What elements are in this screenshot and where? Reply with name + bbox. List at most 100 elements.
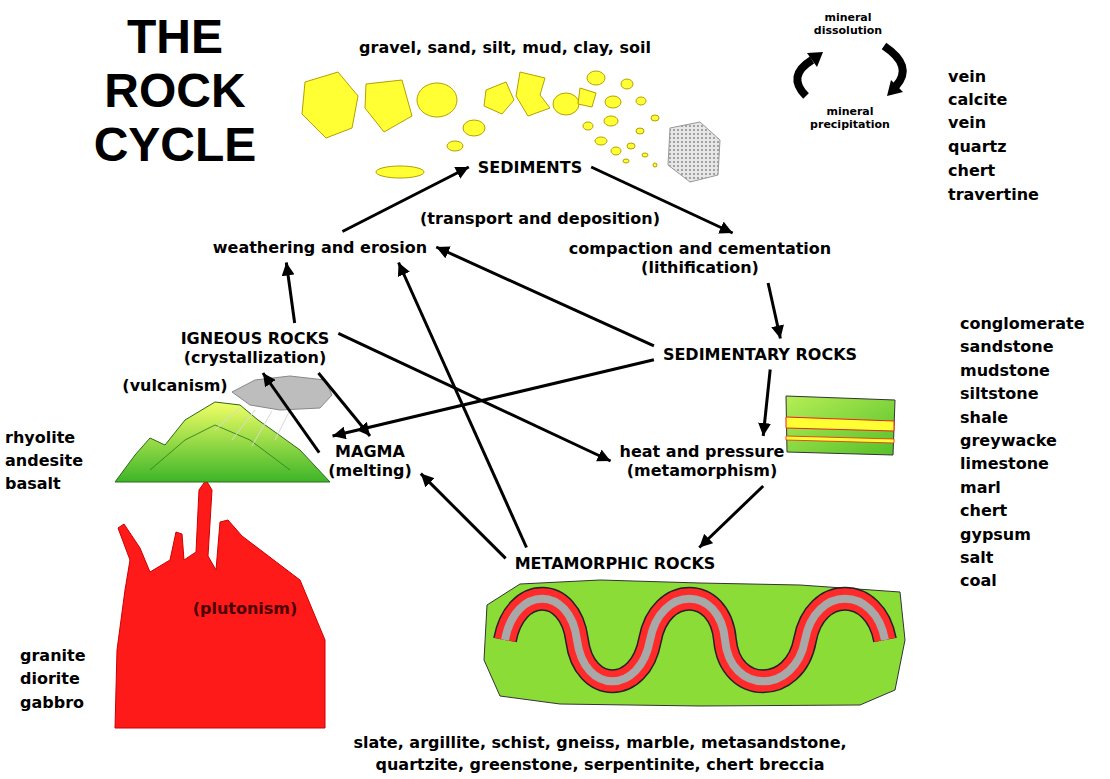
grain [463, 120, 485, 136]
process-label: compaction and cementation(lithification… [564, 237, 836, 279]
node-text: MAGMA [328, 442, 412, 461]
node-text: (crystallization) [181, 348, 330, 367]
flow-arrow [399, 263, 527, 548]
node-text: weathering and erosion [213, 238, 427, 257]
rock-name: greywacke [960, 431, 1057, 450]
rock-name-box: rhyolite [5, 428, 75, 447]
rock-name: diorite [20, 669, 80, 688]
process-label: METAMORPHIC ROCKS [510, 552, 721, 575]
rock-name: conglomerate [960, 314, 1085, 333]
rock-name: limestone [960, 454, 1049, 473]
ash-streak [252, 411, 272, 446]
rock-name: mudstone [960, 360, 1050, 379]
rock-name-box: coal [960, 571, 997, 590]
ash-cloud [232, 376, 332, 410]
rock-name: coal [960, 571, 997, 590]
rock-name-box: greywacke [960, 431, 1057, 450]
ash-streak [232, 410, 255, 440]
process-label: (transport and deposition) [420, 209, 660, 228]
rock-name: chert [960, 501, 1007, 520]
flow-arrow [338, 333, 610, 461]
rock-name-box: chert [960, 501, 1007, 520]
rock-list: slate, argillite, schist, gneiss, marble… [353, 733, 846, 752]
process-label: (vulcanism) [122, 376, 227, 395]
ash-streak [275, 410, 290, 440]
node-text: METAMORPHIC ROCKS [515, 554, 716, 573]
rock-name: gypsum [960, 524, 1031, 543]
process-label-box: (transport and deposition) [420, 209, 660, 228]
rock-name-box: mudstone [960, 360, 1050, 379]
rock-name-box: granite [20, 646, 86, 665]
grain [595, 137, 607, 145]
rock-name: granite [20, 646, 86, 665]
grain [621, 79, 633, 89]
process-label: IGNEOUS ROCKS(crystallization) [176, 327, 335, 369]
flow-arrow [286, 263, 294, 324]
rock-name: vein [948, 67, 986, 86]
flow-arrow [699, 486, 763, 548]
node-text: SEDIMENTS [478, 158, 582, 177]
rock-name-box: sandstone [960, 337, 1054, 356]
rock-name-box: shale [960, 407, 1008, 426]
grain [627, 143, 635, 149]
grain [417, 83, 457, 117]
flow-arrow [763, 370, 770, 437]
sediment-grains [302, 71, 659, 178]
node-text: (metamorphism) [620, 461, 785, 480]
rock-name-box: vein [948, 67, 986, 86]
rock-name: siltstone [960, 384, 1039, 403]
node-text: compaction and cementation [569, 239, 831, 258]
arrow-head [887, 80, 903, 96]
grain [653, 163, 657, 167]
grain [376, 166, 424, 178]
grain [583, 122, 593, 130]
rock-name: vein [948, 113, 986, 132]
grain [605, 96, 621, 108]
flow-arrow [263, 373, 319, 453]
rock-name: chert [948, 161, 995, 180]
diagram-title: THE ROCK CYCLE [90, 10, 260, 172]
rock-name-box: marl [960, 477, 1001, 496]
node-text: heat and pressure [620, 442, 785, 461]
cycle-arrow [797, 60, 812, 96]
flow-arrow [768, 283, 780, 339]
flow-arrow [436, 247, 654, 346]
process-label-box: (vulcanism) [122, 376, 227, 395]
rock-name-box: salt [960, 548, 993, 567]
rock-name: shale [960, 407, 1008, 426]
process-label: heat and pressure(metamorphism) [615, 440, 790, 482]
node-text: IGNEOUS ROCKS [181, 329, 330, 348]
rock-name: rhyolite [5, 428, 75, 447]
rock-list: quartzite, greenstone, serpentinite, che… [375, 755, 824, 774]
clay-particles [668, 122, 720, 182]
grain [623, 159, 629, 163]
stratum-band [786, 436, 894, 443]
stratum-band [786, 417, 894, 431]
rock-name-box: limestone [960, 454, 1049, 473]
rock-name-box: chert [948, 161, 995, 180]
grain [578, 88, 596, 107]
rock-name-box: diorite [20, 669, 80, 688]
process-label: weathering and erosion [208, 236, 432, 259]
fold-outline [505, 599, 885, 682]
rock-name-box: quartz [948, 137, 1007, 156]
rock-name: sandstone [960, 337, 1054, 356]
rock-name-box: calcite [948, 90, 1007, 109]
node-text: SEDIMENTARY ROCKS [663, 345, 857, 364]
grain [636, 128, 644, 134]
grain [651, 115, 659, 121]
caption-label: gravel, sand, silt, mud, clay, soil [359, 38, 651, 57]
grain [553, 93, 579, 115]
rock-name: basalt [5, 474, 61, 493]
grain [604, 116, 618, 126]
rock-name: gabbro [20, 693, 84, 712]
rock-name: marl [960, 477, 1001, 496]
volcano [115, 402, 330, 482]
flow-arrow [318, 373, 370, 436]
rock-name-box: travertine [948, 185, 1039, 204]
arrow-head [807, 52, 823, 67]
rock-name: calcite [948, 90, 1007, 109]
rock-name-box: gypsum [960, 524, 1031, 543]
ash-streak [215, 408, 240, 430]
